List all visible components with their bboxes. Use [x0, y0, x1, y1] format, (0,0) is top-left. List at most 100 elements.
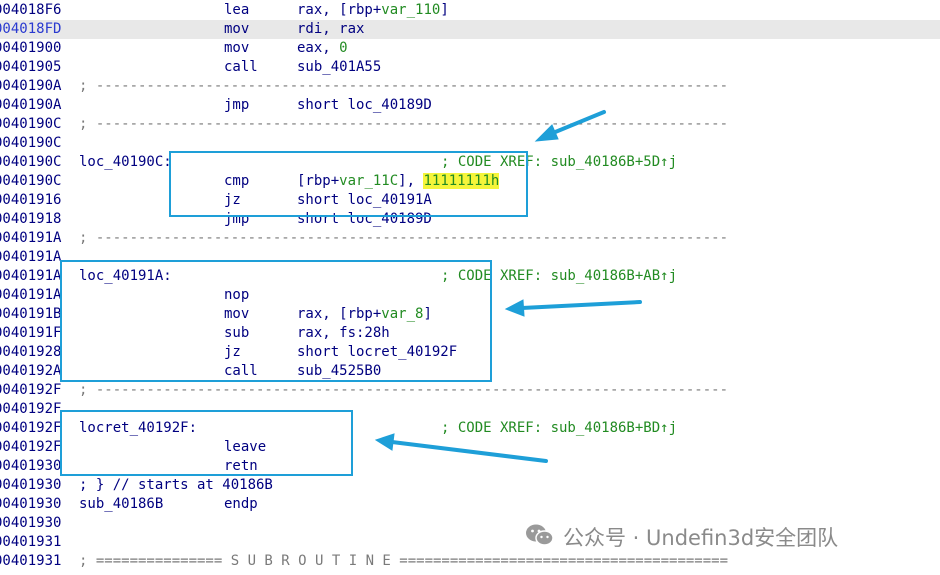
separator-line: ; --------------------------------------…	[79, 78, 729, 94]
address: 00401900	[0, 40, 62, 56]
listing-row[interactable]: 0040191A ; ------------------------------…	[0, 229, 940, 248]
separator-line: ; =============== S U B R O U T I N E ==…	[79, 553, 729, 569]
mnemonic: jz	[224, 344, 241, 360]
operand-text: rdi, rax	[297, 21, 365, 37]
code-xref[interactable]: ; CODE XREF: sub_40186B+BD↑j	[441, 420, 678, 436]
highlight-box-loc-40190c	[169, 151, 528, 217]
listing-row[interactable]: 0040191B mov rax, [rbp+var_8]	[0, 305, 940, 324]
operand-text: sub_4525B0	[297, 363, 382, 379]
listing-row[interactable]: 0040190A; ------------------------------…	[0, 77, 940, 96]
listing-row[interactable]: 0040191A loc_40191A: ; CODE XREF: sub_4018…	[0, 267, 940, 286]
operands[interactable]: rax, [rbp+var_8]	[297, 305, 432, 324]
mnemonic: mov	[224, 21, 250, 37]
mnemonic: call	[224, 363, 258, 379]
address: 0040191A	[0, 230, 62, 246]
stack-var: var_110	[381, 2, 441, 18]
listing-row[interactable]: 0040192F ; ------------------------------…	[0, 381, 940, 400]
operand-text: short loc_40191A	[297, 192, 432, 208]
address: 0040191B	[0, 306, 62, 322]
address: 0040192F	[0, 401, 62, 417]
highlight-box-locret-40192f	[60, 410, 353, 476]
operand-text: eax,	[297, 40, 340, 56]
code-label[interactable]: loc_40191A:	[79, 268, 172, 284]
listing-row[interactable]: 0040192F	[0, 400, 940, 419]
listing-row[interactable]: 00401930	[0, 514, 940, 533]
listing-row[interactable]: 00401930; } // starts at 40186B	[0, 476, 940, 495]
operands[interactable]: short loc_40191A	[297, 191, 432, 210]
listing-row[interactable]: 0040191A	[0, 248, 940, 267]
code-xref[interactable]: ; CODE XREF: sub_40186B+AB↑j	[441, 268, 678, 284]
listing-row[interactable]: 0040190C	[0, 134, 940, 153]
highlight-box-loc-40191a	[60, 260, 492, 382]
code-label[interactable]: sub_40186B	[79, 496, 164, 512]
operands[interactable]: [rbp+var_11C], 11111111h	[297, 172, 500, 191]
listing-row[interactable]: 0040190C cmp [rbp+var_11C], 11111111h	[0, 172, 940, 191]
mnemonic: mov	[224, 306, 250, 322]
arrow-3-head	[374, 433, 395, 451]
operands[interactable]: rax, [rbp+var_110]	[297, 1, 449, 20]
address: 00401931	[0, 553, 62, 569]
operands[interactable]: short locret_40192F	[297, 343, 457, 362]
address: 00401930	[0, 477, 62, 493]
highlighted-constant: 11111111h	[423, 173, 500, 189]
separator-line: ; --------------------------------------…	[79, 230, 729, 246]
operands[interactable]: eax, 0	[297, 39, 348, 58]
separator-line: ; --------------------------------------…	[79, 382, 729, 398]
address: 0040191A	[0, 249, 62, 265]
operands[interactable]: rax, fs:28h	[297, 324, 390, 343]
listing-row[interactable]: 00401928 jz short locret_40192F	[0, 343, 940, 362]
code-label[interactable]: loc_40190C:	[79, 154, 172, 170]
address: 00401928	[0, 344, 62, 360]
watermark: 公众号 · Undefin3d安全团队	[525, 522, 838, 552]
operand-text: short loc_40189D	[297, 97, 432, 113]
listing-row[interactable]: 00401930 retn	[0, 457, 940, 476]
operands[interactable]: short loc_40189D	[297, 96, 432, 115]
mnemonic: jmp	[224, 97, 250, 113]
listing-row[interactable]: 00401931	[0, 533, 940, 552]
arrow-2-head	[504, 299, 525, 317]
address: 0040190C	[0, 154, 62, 170]
arrow-1-head	[534, 124, 559, 142]
operands[interactable]: sub_4525B0	[297, 362, 381, 381]
code-xref[interactable]: ; CODE XREF: sub_40186B+5D↑j	[441, 154, 678, 170]
mnemonic: retn	[224, 458, 258, 474]
operand-text: ],	[398, 173, 424, 189]
listing-row[interactable]: 0040190C loc_40190C: ; CODE XREF: sub_4018…	[0, 153, 940, 172]
arrow-1-shaft	[546, 110, 606, 137]
address: 0040192F	[0, 439, 62, 455]
stack-var: var_8	[381, 306, 424, 322]
operand-text: rax, fs:28h	[297, 325, 390, 341]
listing-row[interactable]: 00401905 call sub_401A55	[0, 58, 940, 77]
operands[interactable]: sub_401A55	[297, 58, 381, 77]
mnemonic: call	[224, 59, 258, 75]
address: 0040192F	[0, 382, 62, 398]
listing-row[interactable]: 00401931 ; =============== S U B R O U T …	[0, 552, 940, 571]
address: 0040191A	[0, 268, 62, 284]
address: 00401931	[0, 534, 62, 550]
operand-text: ]	[440, 2, 449, 18]
mnemonic: sub	[224, 325, 250, 341]
operand-text: rax, [rbp+	[297, 2, 382, 18]
mnemonic: jz	[224, 192, 241, 208]
stack-var: var_11C	[339, 173, 399, 189]
operand-text: [rbp+	[297, 173, 340, 189]
wechat-icon	[525, 522, 555, 556]
address: 00401905	[0, 59, 62, 75]
address: 0040190C	[0, 173, 62, 189]
address: 00401930	[0, 458, 62, 474]
code-label[interactable]: locret_40192F:	[79, 420, 198, 436]
operands[interactable]: rdi, rax	[297, 20, 364, 39]
mnemonic: cmp	[224, 173, 250, 189]
